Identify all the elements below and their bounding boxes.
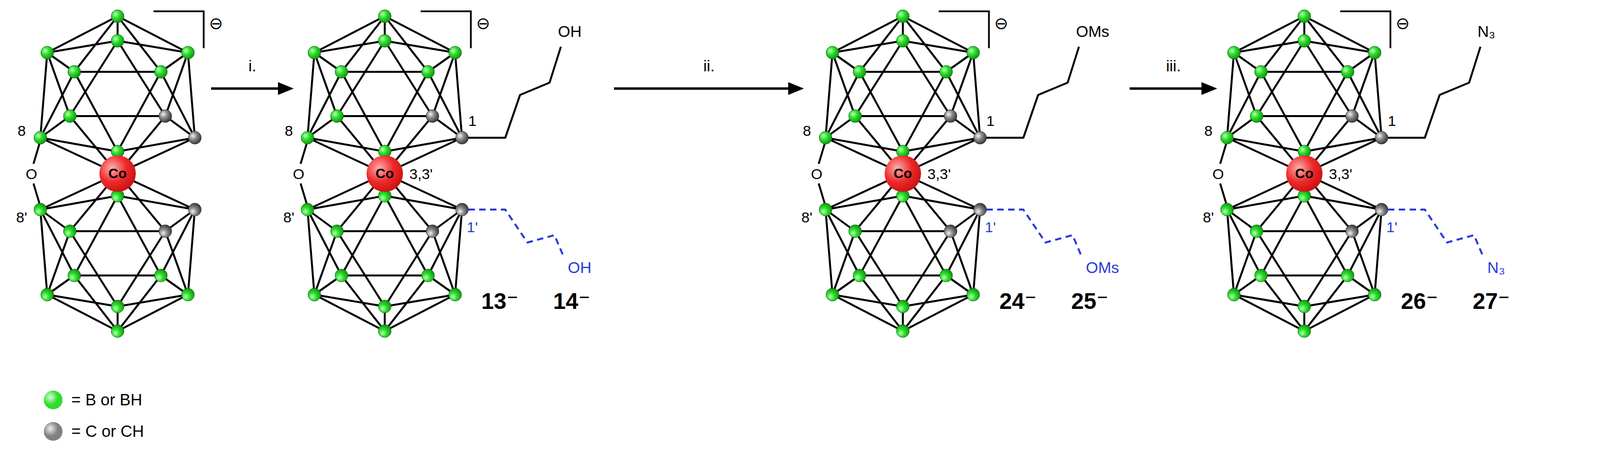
arrow-head [788, 82, 804, 95]
cobalt-atom: Co [1286, 155, 1323, 192]
cobaltabisdicarbollide [1220, 9, 1391, 338]
end-group: OMs [1076, 23, 1110, 41]
atom-locant: 8 [284, 122, 294, 139]
reagent-step: i. [248, 57, 257, 75]
atom-symbol: Co [375, 166, 394, 181]
compound-number: 26⁻ [1400, 288, 1438, 314]
arrow-head [277, 82, 294, 95]
atom-locant: 1 [1387, 112, 1397, 129]
propyl-chains [468, 46, 563, 255]
reaction-arrow [1129, 82, 1218, 95]
arrow-head [1201, 82, 1218, 95]
atom-locant: 8' [801, 209, 813, 226]
compound-number: 14⁻ [553, 288, 590, 314]
atom-locant: 1 [468, 112, 477, 129]
oxygen-bridge: O [25, 165, 37, 183]
atom-symbol: Co [108, 166, 127, 181]
atom-locant: 3,3' [927, 165, 951, 183]
oxygen-bridge: O [1212, 165, 1224, 183]
legend: = B or BH = C or CH [43, 384, 145, 448]
oxygen-bridge: O [810, 165, 823, 183]
charge-sign: ⊖ [1395, 14, 1411, 33]
end-group: N₃ [1477, 23, 1496, 41]
legend-row: = C or CH [43, 415, 145, 448]
charge-sign: ⊖ [994, 14, 1009, 33]
compound-number: 24⁻ [999, 288, 1037, 314]
atom-locant: 8' [1202, 209, 1214, 226]
end-group: OH [567, 259, 592, 277]
end-group: OH [557, 23, 582, 41]
end-group: N₃ [1487, 259, 1506, 277]
reaction-arrows [211, 82, 1218, 95]
propyl-chains [1387, 46, 1483, 255]
atom-symbol: Co [893, 166, 912, 181]
cobalt-atom: Co [366, 155, 403, 192]
cobalt-atom: Co [99, 155, 136, 192]
arrow-shaft [1129, 87, 1204, 91]
legend-swatch [43, 390, 63, 410]
molecule-box: ⊖ 13⁻ 14⁻ Co [295, 7, 613, 345]
atom-locant: 8 [17, 122, 27, 139]
atom-locant: 8' [16, 209, 28, 226]
compound-number: 13⁻ [481, 288, 519, 314]
atom-locant: 1' [466, 218, 478, 236]
atom-locant: 8' [283, 209, 295, 226]
charge-sign: ⊖ [476, 14, 491, 33]
charge-sign: ⊖ [209, 14, 224, 33]
molecule-box: ⊖ 26⁻ 27⁻ Co [1219, 7, 1550, 345]
reagent-step: iii. [1166, 57, 1181, 75]
legend-text: = B or BH [71, 391, 143, 409]
arrow-shaft [614, 87, 791, 91]
legend-row: = B or BH [43, 384, 145, 416]
atom-locant: 1 [986, 112, 995, 129]
molecule-box: ⊖ 24⁻ 25⁻ Co [805, 7, 1128, 345]
end-group: OMs [1085, 259, 1120, 277]
compound-number: 25⁻ [1071, 288, 1108, 314]
reaction-arrow [614, 82, 804, 95]
oxygen-bridge: O [292, 165, 305, 183]
atom-locant: 3,3' [1328, 165, 1353, 183]
propyl-chains [986, 46, 1081, 255]
cobaltabisdicarbollide [300, 9, 471, 338]
reaction-arrow [211, 82, 294, 95]
atom-locant: 8 [802, 122, 812, 139]
atom-locant: 1' [1386, 218, 1398, 236]
cobalt-atom: Co [884, 155, 922, 192]
reagent-step: ii. [703, 57, 715, 75]
atom-locant: 3,3' [409, 165, 433, 183]
cobaltabisdicarbollide [33, 9, 204, 338]
arrow-shaft [211, 87, 280, 91]
atom-symbol: Co [1294, 166, 1314, 181]
atom-locant: 1' [984, 218, 996, 236]
atom-locant: 8 [1204, 122, 1213, 139]
molecule-box: ⊖Co [11, 7, 210, 345]
cobaltabisdicarbollide [818, 9, 989, 338]
legend-text: = C or CH [71, 422, 145, 441]
compound-number: 27⁻ [1472, 288, 1510, 314]
legend-swatch [43, 422, 63, 441]
